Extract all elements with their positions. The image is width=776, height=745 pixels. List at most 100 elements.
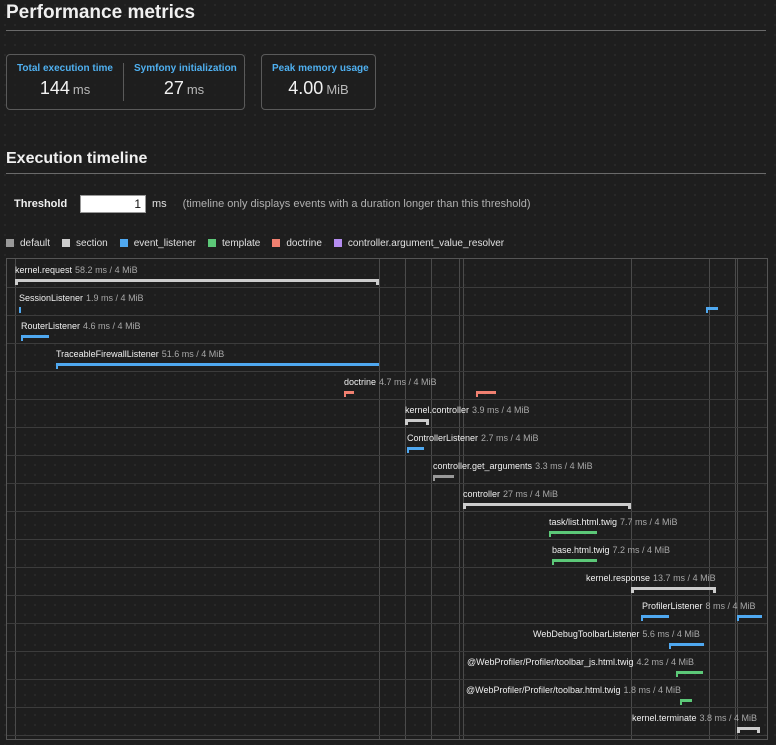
threshold-help-text: (timeline only displays events with a du… — [182, 198, 531, 210]
event-duration-memory: 1.9 ms / 4 MiB — [86, 293, 144, 303]
timeline-event-bar[interactable] — [552, 559, 597, 565]
event-duration-memory: 3.3 ms / 4 MiB — [535, 461, 593, 471]
timeline-event-bar[interactable] — [21, 335, 49, 341]
event-name: controller — [463, 489, 501, 499]
event-name: kernel.controller — [405, 405, 470, 415]
timeline-gridline — [735, 259, 736, 739]
timeline-event-bar[interactable] — [737, 727, 760, 733]
event-duration-memory: 27 ms / 4 MiB — [503, 489, 559, 499]
execution-timeline-heading: Execution timeline — [6, 150, 766, 174]
legend-label: template — [221, 237, 261, 249]
metric-value: 4.00 — [288, 78, 324, 98]
timeline-event-bar[interactable] — [680, 699, 692, 705]
timeline-gridline — [631, 259, 632, 739]
event-duration-memory: 3.9 ms / 4 MiB — [472, 405, 530, 415]
event-duration-memory: 7.2 ms / 4 MiB — [612, 545, 671, 555]
metric-label: Peak memory usage — [272, 63, 369, 74]
event-duration-memory: 2.7 ms / 4 MiB — [481, 433, 539, 443]
event-duration-memory: 7.7 ms / 4 MiB — [620, 517, 678, 527]
timeline-event-bar[interactable] — [676, 671, 703, 677]
timeline-event-bar[interactable] — [476, 391, 496, 397]
timeline-event-bar[interactable] — [631, 587, 716, 593]
event-duration-memory: 58.2 ms / 4 MiB — [75, 265, 138, 275]
timeline-event-bar[interactable] — [463, 503, 631, 509]
event-name: ProfilerListener — [642, 601, 703, 611]
legend-item-controller-argument-value-resolver[interactable]: controller.argument_value_resolver — [333, 238, 504, 249]
timeline-event-label: @WebProfiler/Profiler/toolbar_js.html.tw… — [467, 657, 694, 667]
timeline-event-bar[interactable] — [15, 279, 379, 285]
timeline-event-bar[interactable] — [433, 475, 454, 481]
timeline-event-bar[interactable] — [669, 643, 704, 649]
timeline-event-bar[interactable] — [405, 419, 429, 425]
metric-divider — [123, 63, 124, 101]
legend-label: section — [76, 237, 108, 249]
metric-value: 27 — [163, 78, 184, 98]
timeline-row: @WebProfiler/Profiler/toolbar_js.html.tw… — [7, 651, 767, 680]
threshold-label: Threshold — [14, 198, 68, 210]
timeline-gridline — [379, 259, 380, 739]
threshold-unit: ms — [152, 198, 167, 210]
timeline-gridline — [431, 259, 432, 739]
timeline-event-bar[interactable] — [706, 307, 718, 313]
timeline-event-bar[interactable] — [344, 391, 354, 397]
timeline-event-bar[interactable] — [737, 615, 762, 621]
legend-item-template[interactable]: template — [207, 237, 261, 249]
event-duration-memory: 13.7 ms / 4 MiB — [653, 573, 716, 583]
event-duration-memory: 3.8 ms / 4 MiB — [699, 713, 758, 723]
timeline-gridline — [459, 259, 460, 739]
event-name: RouterListener — [21, 321, 81, 331]
timeline-event-bar[interactable] — [641, 615, 669, 621]
legend-item-default[interactable]: default — [6, 238, 50, 249]
timeline-gridline — [15, 259, 16, 739]
timeline-gridline — [405, 259, 406, 739]
timeline-gridline — [737, 259, 738, 739]
performance-metrics-heading: Performance metrics — [6, 2, 766, 31]
legend-item-section[interactable]: section — [62, 238, 108, 249]
timeline-event-bar[interactable] — [549, 531, 597, 537]
legend-item-event-listener[interactable]: event_listener — [119, 237, 196, 249]
legend-item-doctrine[interactable]: doctrine — [272, 238, 322, 249]
threshold-input[interactable] — [80, 195, 146, 213]
timeline-event-bar[interactable] — [56, 363, 379, 369]
timeline-event-bar[interactable] — [407, 447, 424, 453]
event-name: base.html.twig — [552, 545, 610, 555]
event-duration-memory: 51.6 ms / 4 MiB — [161, 349, 225, 359]
legend-label: event_listener — [133, 237, 196, 249]
timeline-event-bar[interactable] — [19, 307, 21, 313]
timeline-gridline — [463, 259, 464, 739]
metric-unit: MiB — [326, 82, 349, 97]
event-name: task/list.html.twig — [549, 517, 618, 527]
legend-swatch — [62, 239, 71, 247]
metric-unit: ms — [186, 82, 205, 97]
metric-label: Symfony initialization — [134, 63, 237, 74]
timeline-legend: default section event_listener template … — [6, 236, 516, 250]
legend-label: doctrine — [286, 237, 322, 249]
event-name: ControllerListener — [407, 433, 479, 443]
legend-swatch — [333, 239, 342, 247]
event-name: doctrine — [344, 377, 377, 387]
